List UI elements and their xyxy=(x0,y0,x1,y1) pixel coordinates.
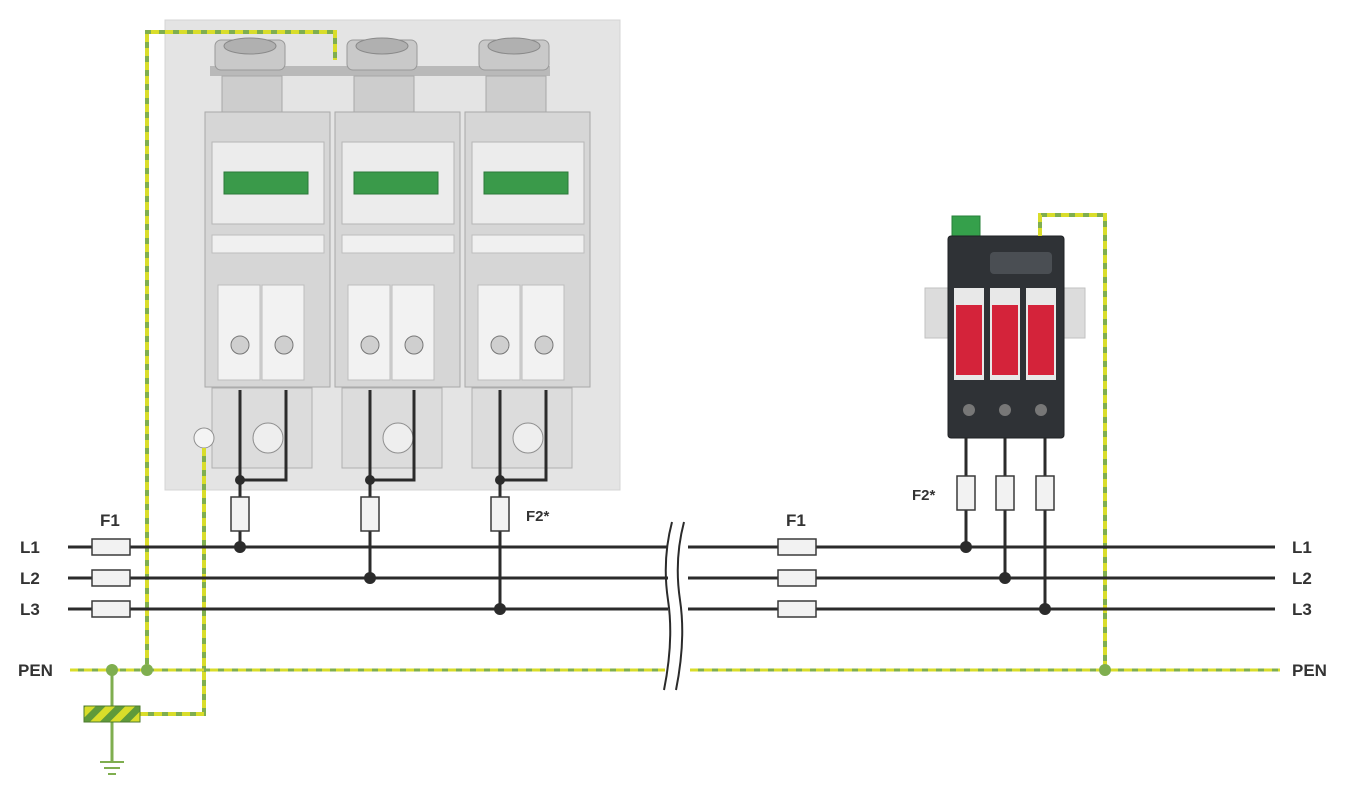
arrester-module-2 xyxy=(334,37,461,469)
label-l3-right: L3 xyxy=(1292,600,1312,619)
arrester-module-1 xyxy=(204,37,331,469)
left-surge-arrester-panel xyxy=(164,19,621,491)
fuses xyxy=(91,475,1055,618)
label-l2-left: L2 xyxy=(20,569,40,588)
label-l3-left: L3 xyxy=(20,600,40,619)
earth-terminal-icon xyxy=(193,427,215,449)
right-compact-surge-protector xyxy=(924,215,1086,439)
label-f1-left: F1 xyxy=(100,511,120,530)
label-l1-left: L1 xyxy=(20,538,40,557)
label-f1-right: F1 xyxy=(786,511,806,530)
earth-bar xyxy=(83,705,141,723)
label-pen-right: PEN xyxy=(1292,661,1327,680)
label-f2-left: F2* xyxy=(526,508,550,525)
ground-icon xyxy=(100,761,124,775)
label-l1-right: L1 xyxy=(1292,538,1312,557)
junction-dots xyxy=(234,475,1051,615)
label-l2-right: L2 xyxy=(1292,569,1312,588)
phase-lines xyxy=(68,545,1275,611)
arrester-module-3 xyxy=(464,37,591,469)
label-f2-right: F2* xyxy=(912,487,936,504)
label-pen-left: PEN xyxy=(18,661,53,680)
pen-conductors xyxy=(70,30,1280,762)
line-break-marks xyxy=(663,521,685,691)
pen-junction-dots xyxy=(106,664,1111,676)
